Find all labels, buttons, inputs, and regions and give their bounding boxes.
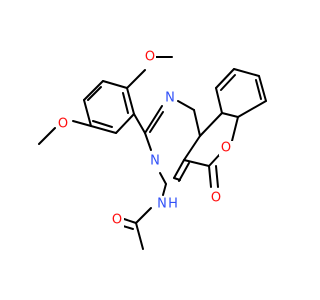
bond [183,135,201,161]
atom-labels: O O N N O O O N H [56,50,233,228]
bond [72,120,92,127]
bond [255,79,262,100]
nitrogen-ring-label-bottom: N [150,154,160,169]
bond [102,80,128,89]
bond [162,183,167,196]
bond [133,113,146,134]
bond [233,68,260,77]
bond [38,127,56,145]
bond [149,111,164,133]
bond [87,86,102,101]
bond [135,207,152,224]
bond [173,159,185,179]
amide-nitrogen-label: N [157,197,167,212]
bond [220,74,236,91]
amide-oxygen-label: O [112,213,122,228]
bond [83,99,92,127]
ring-oxygen-label: O [221,141,231,156]
bond [208,165,212,188]
bond [215,87,223,114]
bond [83,80,104,101]
bond [144,132,152,151]
bond [221,112,239,118]
bond [183,159,210,167]
bond [258,75,267,102]
bond [123,218,137,224]
bonds [38,56,267,250]
bond [92,120,113,128]
bond [135,222,144,250]
bond [178,162,190,182]
bond [126,69,146,89]
bond [122,225,134,230]
amide-hydrogen-label: H [168,197,178,212]
molecule-structure: O O N N O O O N H [38,50,267,250]
bond [215,165,219,188]
bond [144,105,163,134]
bond [215,68,235,89]
bond [231,116,239,142]
bond [173,177,181,181]
bond [159,172,167,185]
oxygen-label-left: O [58,117,68,132]
bond [193,109,201,137]
bond [177,100,195,111]
nitrogen-ring-label-top: N [165,91,175,106]
bond [126,87,135,115]
bond [115,113,135,134]
bond [199,112,223,137]
oxygen-label-top: O [145,50,155,65]
bond [122,92,129,114]
carbonyl-oxygen-label: O [211,191,221,206]
bond [237,100,267,118]
bond [90,125,117,134]
